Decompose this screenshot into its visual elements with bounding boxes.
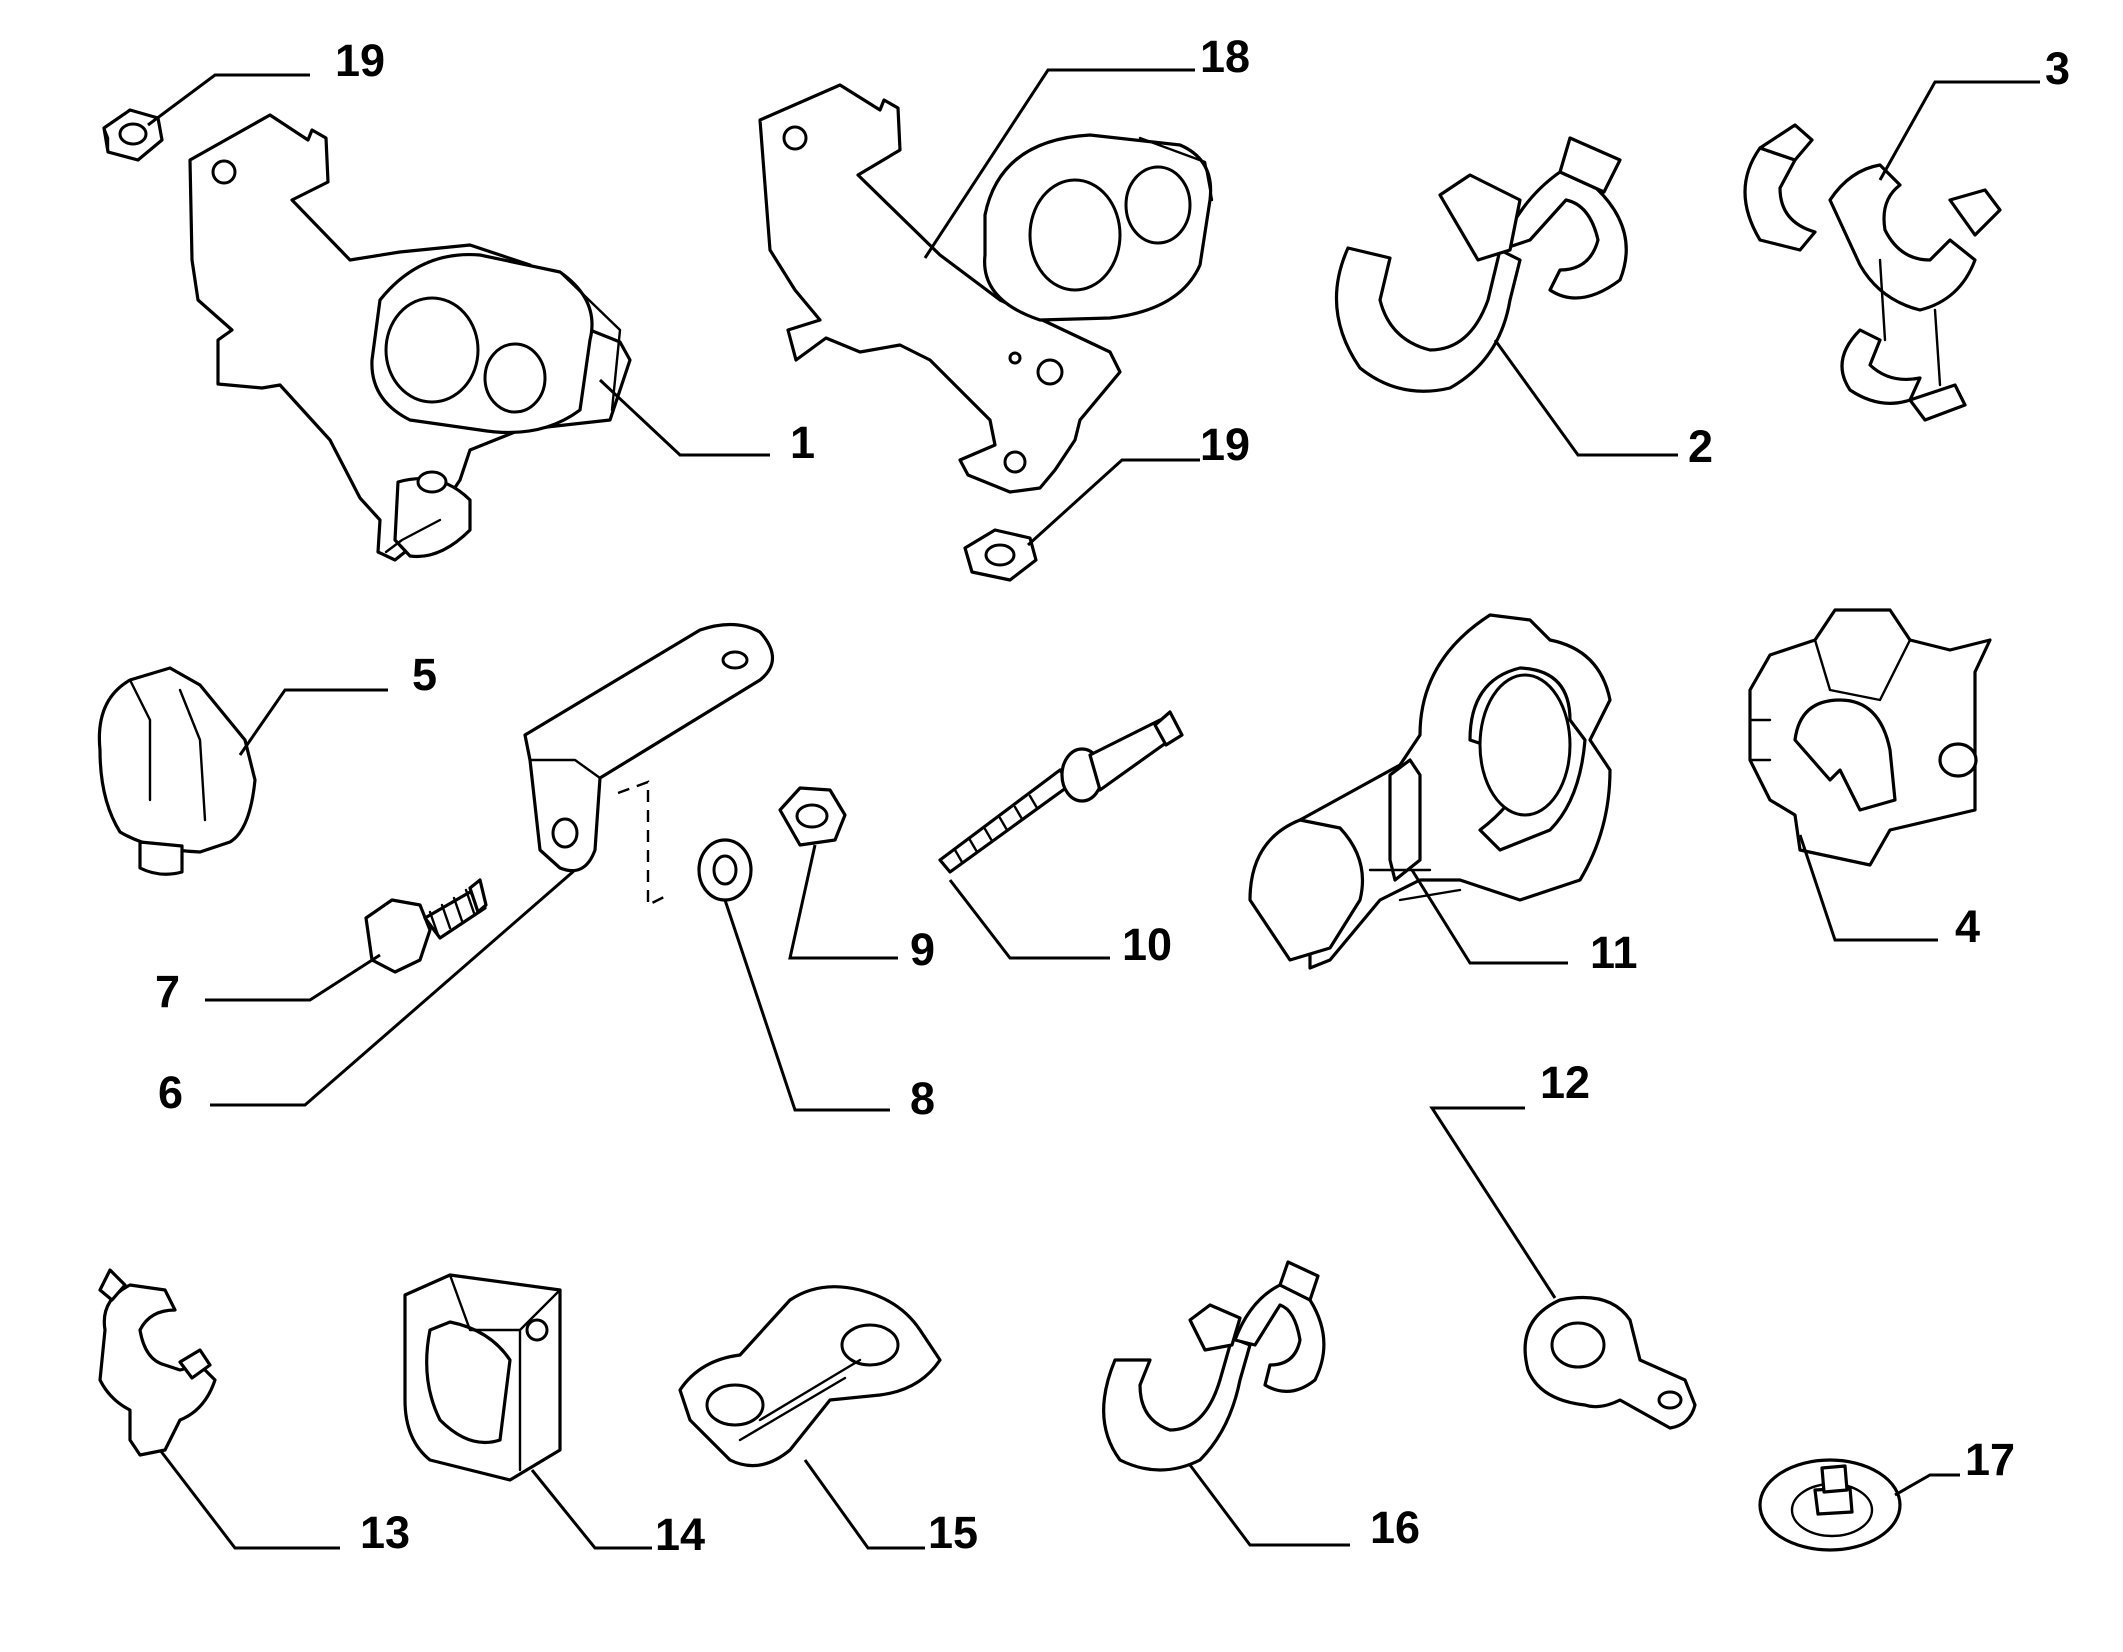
leader-18 (923, 68, 1195, 259)
callout-4: 4 (1955, 901, 1980, 952)
leader-16 (1188, 1464, 1350, 1547)
leader-8 (723, 899, 890, 1112)
leader-12 (1429, 1106, 1557, 1299)
leader-15 (803, 1459, 925, 1550)
leader-13 (158, 1449, 340, 1550)
leader-7 (205, 953, 381, 1002)
part-11-clamp-holder (1248, 613, 1612, 970)
part-9-nut (778, 786, 847, 847)
part-16-double-clip (1102, 1260, 1326, 1472)
leader-4 (1798, 834, 1938, 942)
callout-16: 16 (1370, 1502, 1420, 1553)
assembly-line (617, 780, 669, 907)
part-12-p-clip (1523, 1295, 1697, 1430)
callout-2: 2 (1688, 421, 1713, 472)
leader-10 (948, 879, 1110, 960)
leader-9 (788, 844, 898, 960)
callout-17: 17 (1965, 1434, 2015, 1485)
callout-15: 15 (928, 1507, 978, 1558)
callout-10: 10 (1122, 919, 1172, 970)
callout-7: 7 (155, 966, 180, 1017)
part-1-bracket-clamp (188, 113, 632, 562)
callout-3: 3 (2045, 43, 2070, 94)
callout-14: 14 (655, 1509, 705, 1560)
callout-6: 6 (158, 1067, 183, 1118)
part-18-bracket-clamp (758, 83, 1214, 494)
leader-lines (147, 68, 2040, 1550)
part-15-double-clip (678, 1285, 942, 1468)
part-10-stud (938, 710, 1184, 874)
callout-12: 12 (1540, 1057, 1590, 1108)
callout-5: 5 (412, 649, 437, 700)
part-7-bolt (364, 878, 488, 974)
callout-18: 18 (1200, 31, 1250, 82)
part-4-clip-block (1748, 608, 1992, 867)
leader-11 (1410, 869, 1568, 965)
leader-5 (238, 688, 388, 756)
leader-19-mid (1026, 458, 1200, 547)
callout-labels: 19 18 3 1 2 19 5 7 6 8 9 10 11 4 12 13 1… (155, 31, 2070, 1560)
part-8-washer (697, 838, 753, 902)
callout-1: 1 (790, 417, 815, 468)
part-19-nut-top (102, 108, 164, 162)
leader-14 (530, 1469, 652, 1550)
leader-3 (1878, 80, 2040, 181)
callout-8: 8 (910, 1073, 935, 1124)
leader-2 (1493, 339, 1678, 457)
part-17-stud-washer (1758, 1458, 1902, 1552)
leader-6 (210, 868, 576, 1107)
part-13-small-clip (98, 1268, 217, 1457)
callout-19-top: 19 (335, 35, 385, 86)
part-5-clip-stud (97, 666, 257, 876)
callout-13: 13 (360, 1507, 410, 1558)
part-6-angle-bracket (523, 622, 775, 873)
part-2-double-clip (1334, 136, 1628, 393)
part-14-square-clamp (403, 1273, 562, 1482)
callout-11: 11 (1590, 927, 1638, 978)
callout-19-mid: 19 (1200, 419, 1250, 470)
callout-9: 9 (910, 924, 935, 975)
part-3-triple-clip (1743, 123, 2002, 422)
leader-17 (1894, 1473, 1960, 1497)
leader-1 (598, 378, 770, 457)
leader-19-top (147, 73, 310, 127)
part-19-nut-middle (963, 528, 1038, 582)
